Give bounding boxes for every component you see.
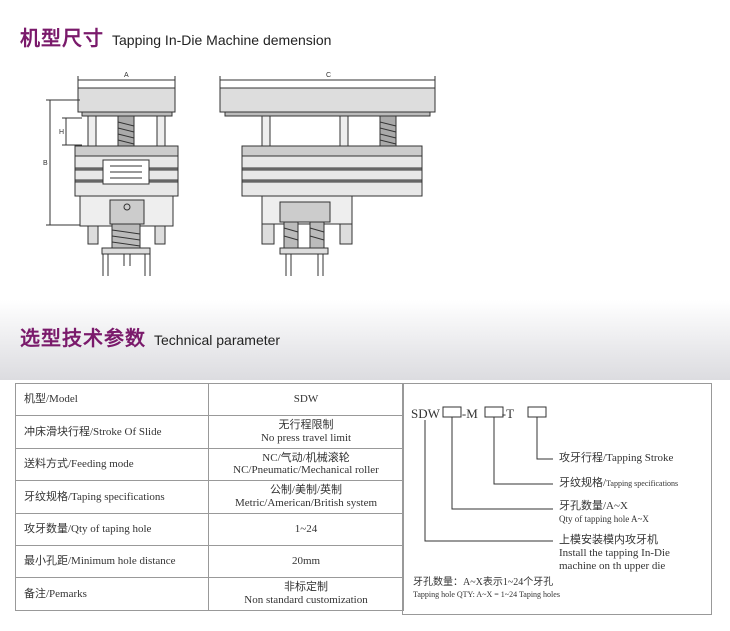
qty-label-1: 牙孔数量/A~X [559, 500, 628, 512]
param-value-line: No press travel limit [260, 432, 352, 445]
param-row: 攻牙数量/Qty of taping hole 1~24 [15, 512, 404, 546]
param-key: 攻牙数量/Qty of taping hole [15, 512, 209, 546]
section-band [0, 300, 730, 380]
param-value-line: Metric/American/British system [234, 496, 378, 509]
param-key: 冲床滑块行程/Stroke Of Slide [15, 415, 209, 449]
section-title-parameters: 选型技术参数 Technical parameter [20, 322, 280, 351]
param-value-line: 20mm [291, 555, 321, 568]
param-row: 最小孔距/Minimum hole distance 20mm [15, 544, 404, 579]
param-key: 机型/Model [15, 382, 209, 417]
code-box-stroke [527, 406, 547, 418]
param-value-line: 公制/美制/英制 [269, 484, 343, 497]
model-code: SDW -M -T [411, 406, 514, 422]
top-plate [77, 87, 176, 113]
param-key: 备注/Pemarks [15, 577, 209, 611]
dimension-label-h: H [59, 129, 64, 136]
param-key: 送料方式/Feeding mode [15, 447, 209, 482]
section-title-cn: 选型技术参数 [20, 326, 146, 350]
note-en: Tapping hole QTY: A~X = 1~24 Taping hole… [413, 590, 560, 599]
install-label-3: machine on th upper die [559, 560, 666, 572]
code-prefix: SDW [411, 406, 440, 421]
param-value-line: SDW [293, 393, 319, 406]
section-title-en: Tapping In-Die Machine demension [112, 32, 332, 48]
param-value: 1~24 [208, 512, 404, 546]
code-sep-m: -M [461, 406, 478, 421]
param-key: 最小孔距/Minimum hole distance [15, 544, 209, 579]
param-value-line: 1~24 [294, 522, 318, 535]
spec-label-en: Tapping specifications [606, 479, 679, 488]
install-label-2: Install the tapping In-Die [559, 547, 670, 559]
code-sep-t: -T [501, 406, 515, 421]
section-title-dimensions: 机型尺寸 Tapping In-Die Machine demension [20, 22, 331, 51]
side-main-body [241, 155, 423, 197]
note-cn: 牙孔数量：A~X表示1~24个牙孔 [413, 577, 554, 588]
param-key: 牙纹规格/Taping specifications [15, 480, 209, 514]
spec-label: 牙纹规格/Tapping specifications [559, 477, 678, 490]
machine-dimension-drawing: A C B H [43, 72, 436, 276]
spec-label-cn: 牙纹规格/ [559, 477, 607, 489]
param-value: 20mm [208, 544, 404, 579]
qty-label-2: Qty of tapping hole A~X [559, 514, 649, 524]
model-code-box: SDW -M -T 攻牙行程/Tapping Stroke 牙纹规格/Tapping… [402, 383, 712, 615]
stroke-label: 攻牙行程/Tapping Stroke [559, 452, 674, 464]
install-label-1: 上模安装模内攻牙机 [559, 534, 658, 546]
dimension-label-c: C [326, 72, 331, 79]
param-value-line: 非标定制 [284, 581, 328, 594]
param-value-line: NC/Pneumatic/Mechanical roller [233, 464, 379, 477]
param-value-line: Non standard customization [244, 594, 368, 607]
dimension-label-b: B [43, 160, 48, 167]
section-title-cn: 机型尺寸 [20, 26, 104, 50]
param-value-line: NC/气动/机械滚轮 [262, 451, 350, 464]
param-value: SDW [208, 382, 404, 417]
model-code-connectors [424, 406, 553, 542]
section-title-en: Technical parameter [154, 332, 281, 348]
param-row: 机型/Model SDW [15, 382, 404, 417]
side-top-plate [219, 87, 436, 113]
param-value-line: 无行程限制 [278, 419, 334, 432]
dimension-label-a: A [124, 72, 129, 79]
